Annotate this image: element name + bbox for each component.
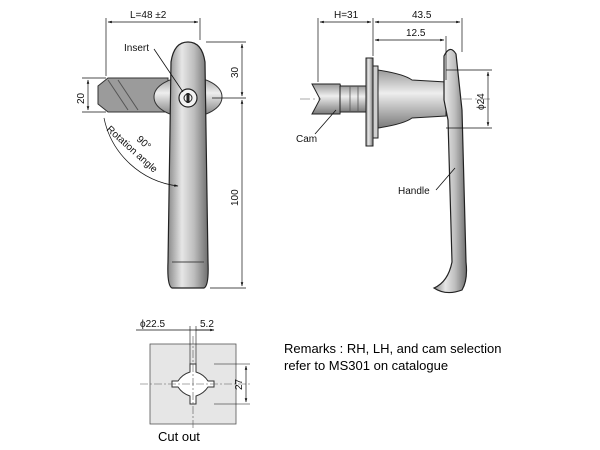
dim-12-5: 12.5 (406, 28, 426, 39)
side-handle (432, 48, 468, 294)
remarks-line-1: Remarks : RH, LH, and cam selection (284, 341, 502, 356)
front-view: Insert L=48 ±2 20 30 100 90° Rotation an… (76, 10, 246, 289)
rotation-arc (103, 117, 179, 187)
handle-label: Handle (398, 186, 430, 197)
dim-27: 27 (234, 378, 245, 390)
cutout-view: ϕ22.5 5.2 27 (136, 319, 250, 430)
insert-label: Insert (124, 43, 149, 54)
side-body (377, 69, 447, 129)
cam-label: Cam (296, 134, 317, 145)
dim-43-5: 43.5 (412, 10, 432, 21)
remarks: Remarks : RH, LH, and cam selection refe… (284, 340, 501, 374)
dim-dia24: ϕ24 (476, 93, 487, 110)
dim-length: L=48 ±2 (130, 10, 167, 21)
side-view: Cam Handle H=31 43.5 12.5 ϕ24 (296, 10, 492, 294)
front-handle (167, 41, 209, 289)
dim-h: H=31 (334, 10, 359, 21)
dim-cutout-dia: ϕ22.5 (140, 319, 166, 330)
dim-20: 20 (76, 92, 87, 104)
dim-30: 30 (230, 66, 241, 78)
front-cam (97, 77, 169, 113)
side-cam (311, 83, 343, 115)
cutout-caption: Cut out (158, 429, 200, 444)
remarks-line-2: refer to MS301 on catalogue (284, 358, 449, 373)
rotation-angle-label: Rotation angle (104, 124, 160, 176)
dim-5-2: 5.2 (200, 319, 214, 330)
side-flange (365, 57, 374, 147)
dim-100: 100 (230, 189, 241, 206)
